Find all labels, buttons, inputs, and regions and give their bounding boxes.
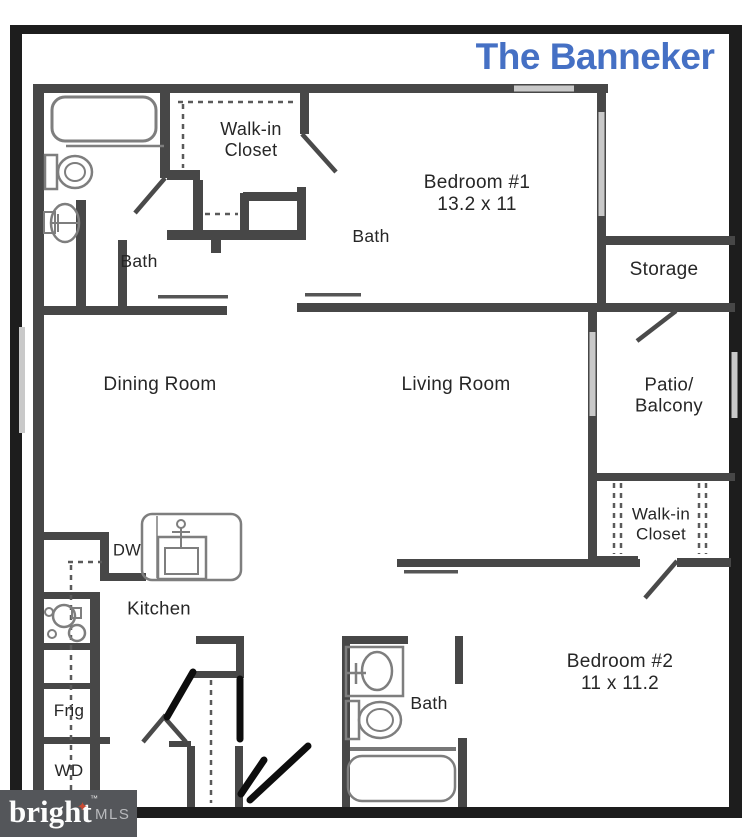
bedroom1-name: Bedroom #1 bbox=[423, 171, 531, 193]
closet-dashes bbox=[68, 100, 708, 803]
room-label-kitchen: Kitchen bbox=[127, 597, 191, 619]
bedroom1-dimensions: 13.2 x 11 bbox=[437, 194, 517, 215]
walls bbox=[33, 84, 735, 807]
room-label-bath-top-left: Bath bbox=[120, 250, 158, 271]
page-frame bbox=[10, 25, 742, 818]
toilet-1-bowl bbox=[56, 154, 94, 190]
counter-sink-basin-large bbox=[51, 603, 77, 629]
door-swings bbox=[133, 132, 679, 744]
room-label-bedroom1: Bedroom #1 13.2 x 11 bbox=[424, 172, 531, 216]
plan-title: The Banneker bbox=[475, 36, 715, 77]
label-washer-dryer: WD bbox=[54, 761, 84, 781]
sink-2-basin bbox=[360, 650, 394, 692]
counter-sink-basin-small bbox=[67, 623, 87, 643]
room-label-living-room: Living Room bbox=[401, 373, 511, 395]
room-label-dining-room: Dining Room bbox=[103, 373, 217, 395]
room-label-bath-hall: Bath bbox=[352, 225, 390, 246]
windows bbox=[19, 85, 738, 433]
vanity-2 bbox=[344, 645, 405, 698]
opening-marks bbox=[158, 293, 458, 574]
bathtub-1 bbox=[50, 95, 158, 143]
brightmls-brand-text: bright bbox=[9, 794, 92, 829]
door-annotations bbox=[163, 668, 312, 804]
room-label-storage: Storage bbox=[629, 258, 699, 280]
room-label-bedroom2: Bedroom #2 11 x 11.2 bbox=[567, 651, 674, 695]
toilet-2-bowl bbox=[357, 700, 403, 740]
brightmls-watermark: bright ✦ ™ MLS bbox=[0, 790, 137, 837]
label-dishwasher: DW bbox=[112, 541, 142, 560]
bathtub-2 bbox=[346, 754, 457, 803]
brightmls-star-icon: ✦ bbox=[77, 799, 88, 814]
room-label-patio-balcony: Patio/ Balcony bbox=[635, 373, 703, 416]
label-fridge: Frig bbox=[53, 701, 85, 721]
bedroom2-name: Bedroom #2 bbox=[566, 650, 674, 672]
fixtures bbox=[43, 95, 457, 803]
bedroom2-dimensions: 11 x 11.2 bbox=[580, 673, 660, 694]
room-label-walk-in-closet-top: Walk-in Closet bbox=[220, 119, 282, 160]
brightmls-mls-text: MLS bbox=[95, 806, 131, 823]
room-label-walk-in-closet-right: Walk-in Closet bbox=[629, 504, 693, 544]
room-label-bath-lower: Bath bbox=[410, 692, 448, 713]
trademark-symbol: ™ bbox=[90, 794, 98, 803]
toilet-1-tank bbox=[43, 153, 59, 191]
